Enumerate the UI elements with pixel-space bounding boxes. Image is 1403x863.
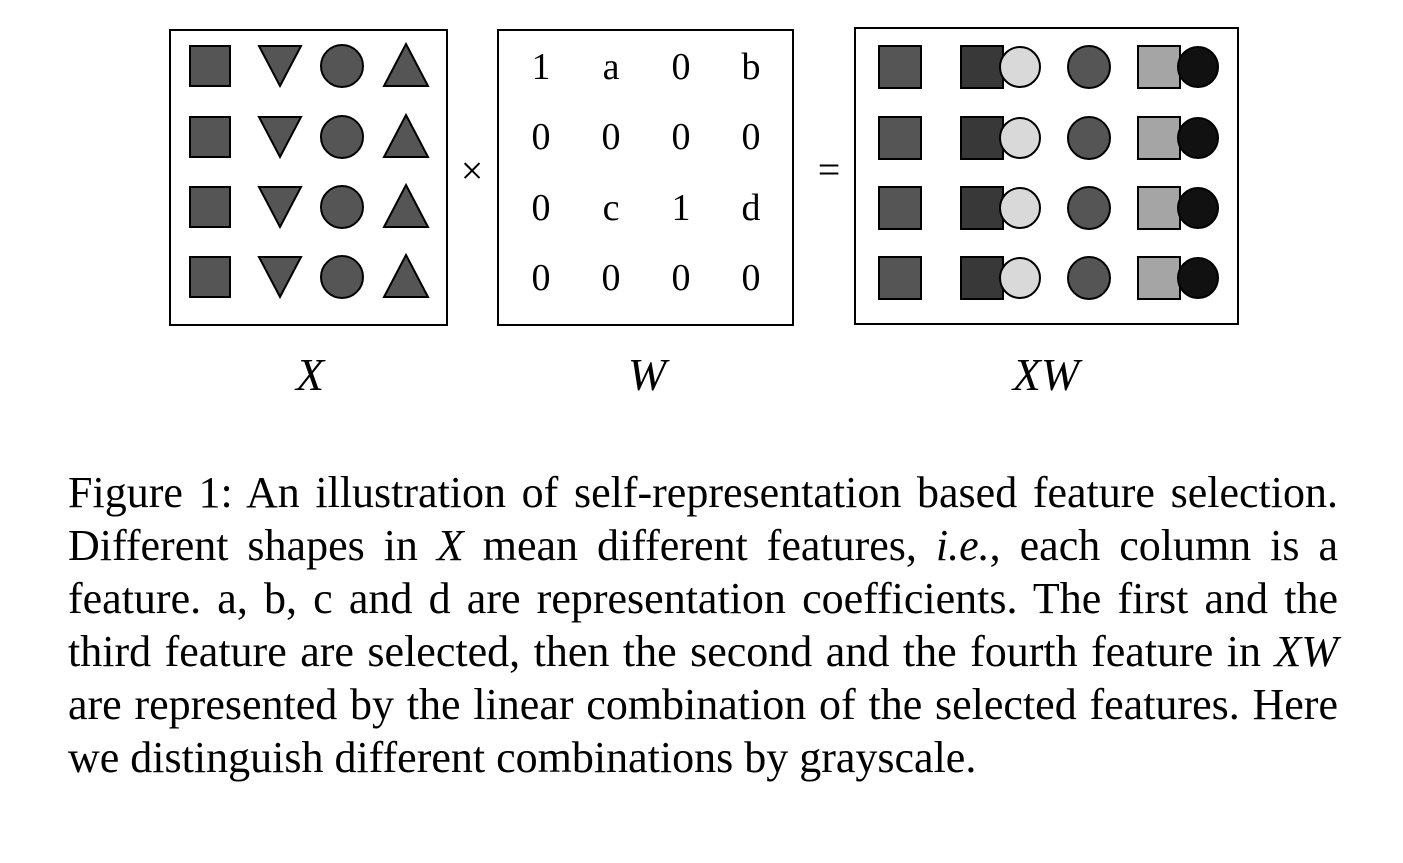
xw-circle-c3-r2 [1067,116,1111,160]
xw-circle-c2-r2 [999,117,1041,159]
w-cell-r2-c1: 0 [532,116,551,158]
caption-text-1: Figure 1: An illustration of self-repres… [68,468,1338,570]
w-cell-r1-c4: b [742,46,761,88]
xw-square-c1-r1 [878,45,922,89]
equals-operator: = [818,147,841,192]
xw-circle-c2-r3 [999,187,1041,229]
w-cell-r4-c4: 0 [742,257,761,299]
x-square-r1-c1 [189,45,231,87]
figure-caption: Figure 1: An illustration of self-repres… [68,466,1338,784]
xw-circle-c3-r1 [1067,45,1111,89]
xw-square-c1-r4 [878,256,922,300]
figure-canvas: × 1 a 0 b 0 0 0 0 0 c 1 d 0 0 0 0 = X W XW [169,27,1239,400]
x-circle-r2-c3 [320,115,364,159]
label-x: X [294,349,326,400]
w-cell-r4-c3: 0 [672,257,691,299]
matrix-xw-box [854,27,1239,325]
matrix-xw-shapes [878,45,1219,300]
caption-math-xw: XW [1274,627,1338,676]
xw-circle-c4-r4 [1177,257,1219,299]
w-cell-r2-c3: 0 [672,116,691,158]
xw-square-c4-r4 [1137,256,1181,300]
w-cell-r3-c3: 1 [672,187,691,229]
w-cell-r1-c3: 0 [672,46,691,88]
xw-circle-c3-r4 [1067,256,1111,300]
xw-square-c1-r3 [878,186,922,230]
w-cell-r3-c4: d [742,187,761,229]
xw-circle-c2-r1 [999,46,1041,88]
xw-square-c2-r3 [960,186,1004,230]
xw-square-c2-r4 [960,256,1004,300]
x-triangle-down-r1-c2 [257,45,303,89]
matrix-w-box [497,29,794,326]
w-cell-r2-c2: 0 [602,116,621,158]
x-triangle-down-r3-c2 [257,186,303,230]
x-square-r2-c1 [189,116,231,158]
w-cell-r1-c1: 1 [532,46,551,88]
x-circle-r3-c3 [320,185,364,229]
times-operator: × [461,148,484,193]
xw-circle-c3-r3 [1067,186,1111,230]
xw-square-c4-r1 [1137,45,1181,89]
w-cell-r2-c4: 0 [742,116,761,158]
feature-selection-figure: × 1 a 0 b 0 0 0 0 0 c 1 d 0 0 0 0 = X W XW [0,0,1403,430]
label-xw: XW [1011,349,1083,400]
xw-square-c2-r1 [960,45,1004,89]
w-cell-r4-c1: 0 [532,257,551,299]
x-circle-r4-c3 [320,255,364,299]
x-triangle-up-r1-c4 [382,41,430,87]
caption-text-2: mean different features, [463,521,936,570]
label-w: W [628,349,670,400]
x-triangle-down-r2-c2 [257,116,303,160]
caption-text-4: are represented by the linear combinatio… [68,680,1338,782]
x-triangle-down-r4-c2 [257,256,303,300]
w-cell-r3-c2: c [603,187,620,229]
x-square-r4-c1 [189,256,231,298]
x-triangle-up-r2-c4 [382,112,430,158]
caption-ie: i.e. [935,521,990,570]
xw-square-c1-r2 [878,116,922,160]
xw-square-c4-r2 [1137,116,1181,160]
matrix-x-box [169,29,448,326]
x-triangle-up-r3-c4 [382,182,430,228]
caption-math-x: X [436,521,464,570]
w-cell-r1-c2: a [603,46,620,88]
caption-text-3: , each column is a feature. a, b, c and … [68,521,1338,676]
xw-square-c4-r3 [1137,186,1181,230]
xw-circle-c4-r2 [1177,117,1219,159]
xw-circle-c2-r4 [999,257,1041,299]
w-cell-r4-c2: 0 [602,257,621,299]
x-square-r3-c1 [189,186,231,228]
xw-square-c2-r2 [960,116,1004,160]
matrix-w-cells: 1 a 0 b 0 0 0 0 0 c 1 d 0 0 0 0 [532,46,761,299]
xw-circle-c4-r3 [1177,187,1219,229]
x-triangle-up-r4-c4 [382,252,430,298]
w-cell-r3-c1: 0 [532,187,551,229]
xw-circle-c4-r1 [1177,46,1219,88]
x-circle-r1-c3 [320,44,364,88]
matrix-x-shapes [189,41,430,300]
